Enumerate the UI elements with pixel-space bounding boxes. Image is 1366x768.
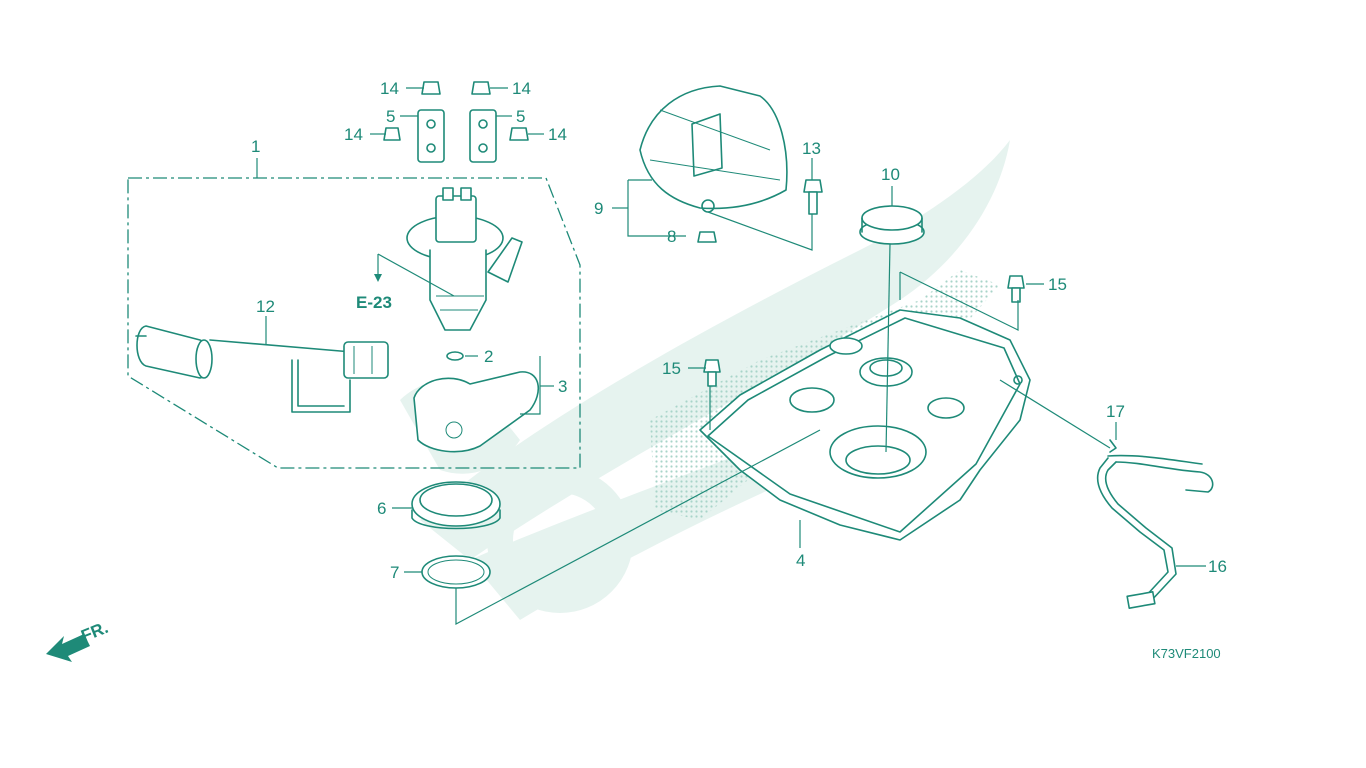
callout-14-top-left: 14 — [380, 79, 399, 98]
callout-9: 9 — [594, 199, 603, 218]
mounting-bracket-left — [383, 81, 445, 163]
bolt-13 — [803, 179, 823, 215]
callout-12: 12 — [256, 297, 275, 316]
callout-13: 13 — [802, 139, 821, 158]
callout-3: 3 — [558, 377, 567, 396]
callout-5-right: 5 — [516, 107, 525, 126]
callout-14-right: 14 — [548, 125, 567, 144]
callout-1: 1 — [251, 137, 260, 156]
callout-4: 4 — [796, 551, 805, 570]
mounting-bracket-right — [469, 81, 529, 163]
leader-lines — [265, 87, 1206, 625]
callout-8: 8 — [667, 227, 676, 246]
callout-15-right: 15 — [1048, 275, 1067, 294]
callout-6: 6 — [377, 499, 386, 518]
callout-15-left: 15 — [662, 359, 681, 378]
drawing-code: K73VF2100 — [1152, 646, 1221, 661]
callout-16: 16 — [1208, 557, 1227, 576]
front-marker-label: FR. — [78, 618, 111, 646]
callouts: 1 2 3 4 5 5 6 7 8 9 10 12 13 14 14 14 14… — [251, 79, 1227, 582]
tank-gasket — [411, 481, 501, 530]
fuel-filler-cap — [859, 205, 925, 245]
fuel-pump — [406, 187, 523, 331]
fuel-level-sender — [135, 325, 389, 413]
bolt-15-right — [1007, 275, 1025, 303]
fuel-hose — [1096, 454, 1214, 609]
callout-2: 2 — [484, 347, 493, 366]
callout-17: 17 — [1106, 402, 1125, 421]
callout-5-left: 5 — [386, 107, 395, 126]
front-direction-marker: FR. — [46, 618, 111, 662]
callout-7: 7 — [390, 563, 399, 582]
callout-14-top-right: 14 — [512, 79, 531, 98]
callout-14-left: 14 — [344, 125, 363, 144]
hose-clip — [1109, 439, 1117, 453]
callout-10: 10 — [881, 165, 900, 184]
o-ring-small — [446, 351, 464, 361]
reference-label: E-23 — [356, 293, 392, 312]
seal-ring — [421, 555, 491, 589]
fuel-tank — [699, 309, 1031, 541]
arrow-left-icon — [46, 634, 90, 662]
fuel-filter — [413, 371, 539, 453]
fuel-tank-cover — [639, 85, 788, 243]
fuel-pump-assembly-outline — [127, 177, 581, 469]
